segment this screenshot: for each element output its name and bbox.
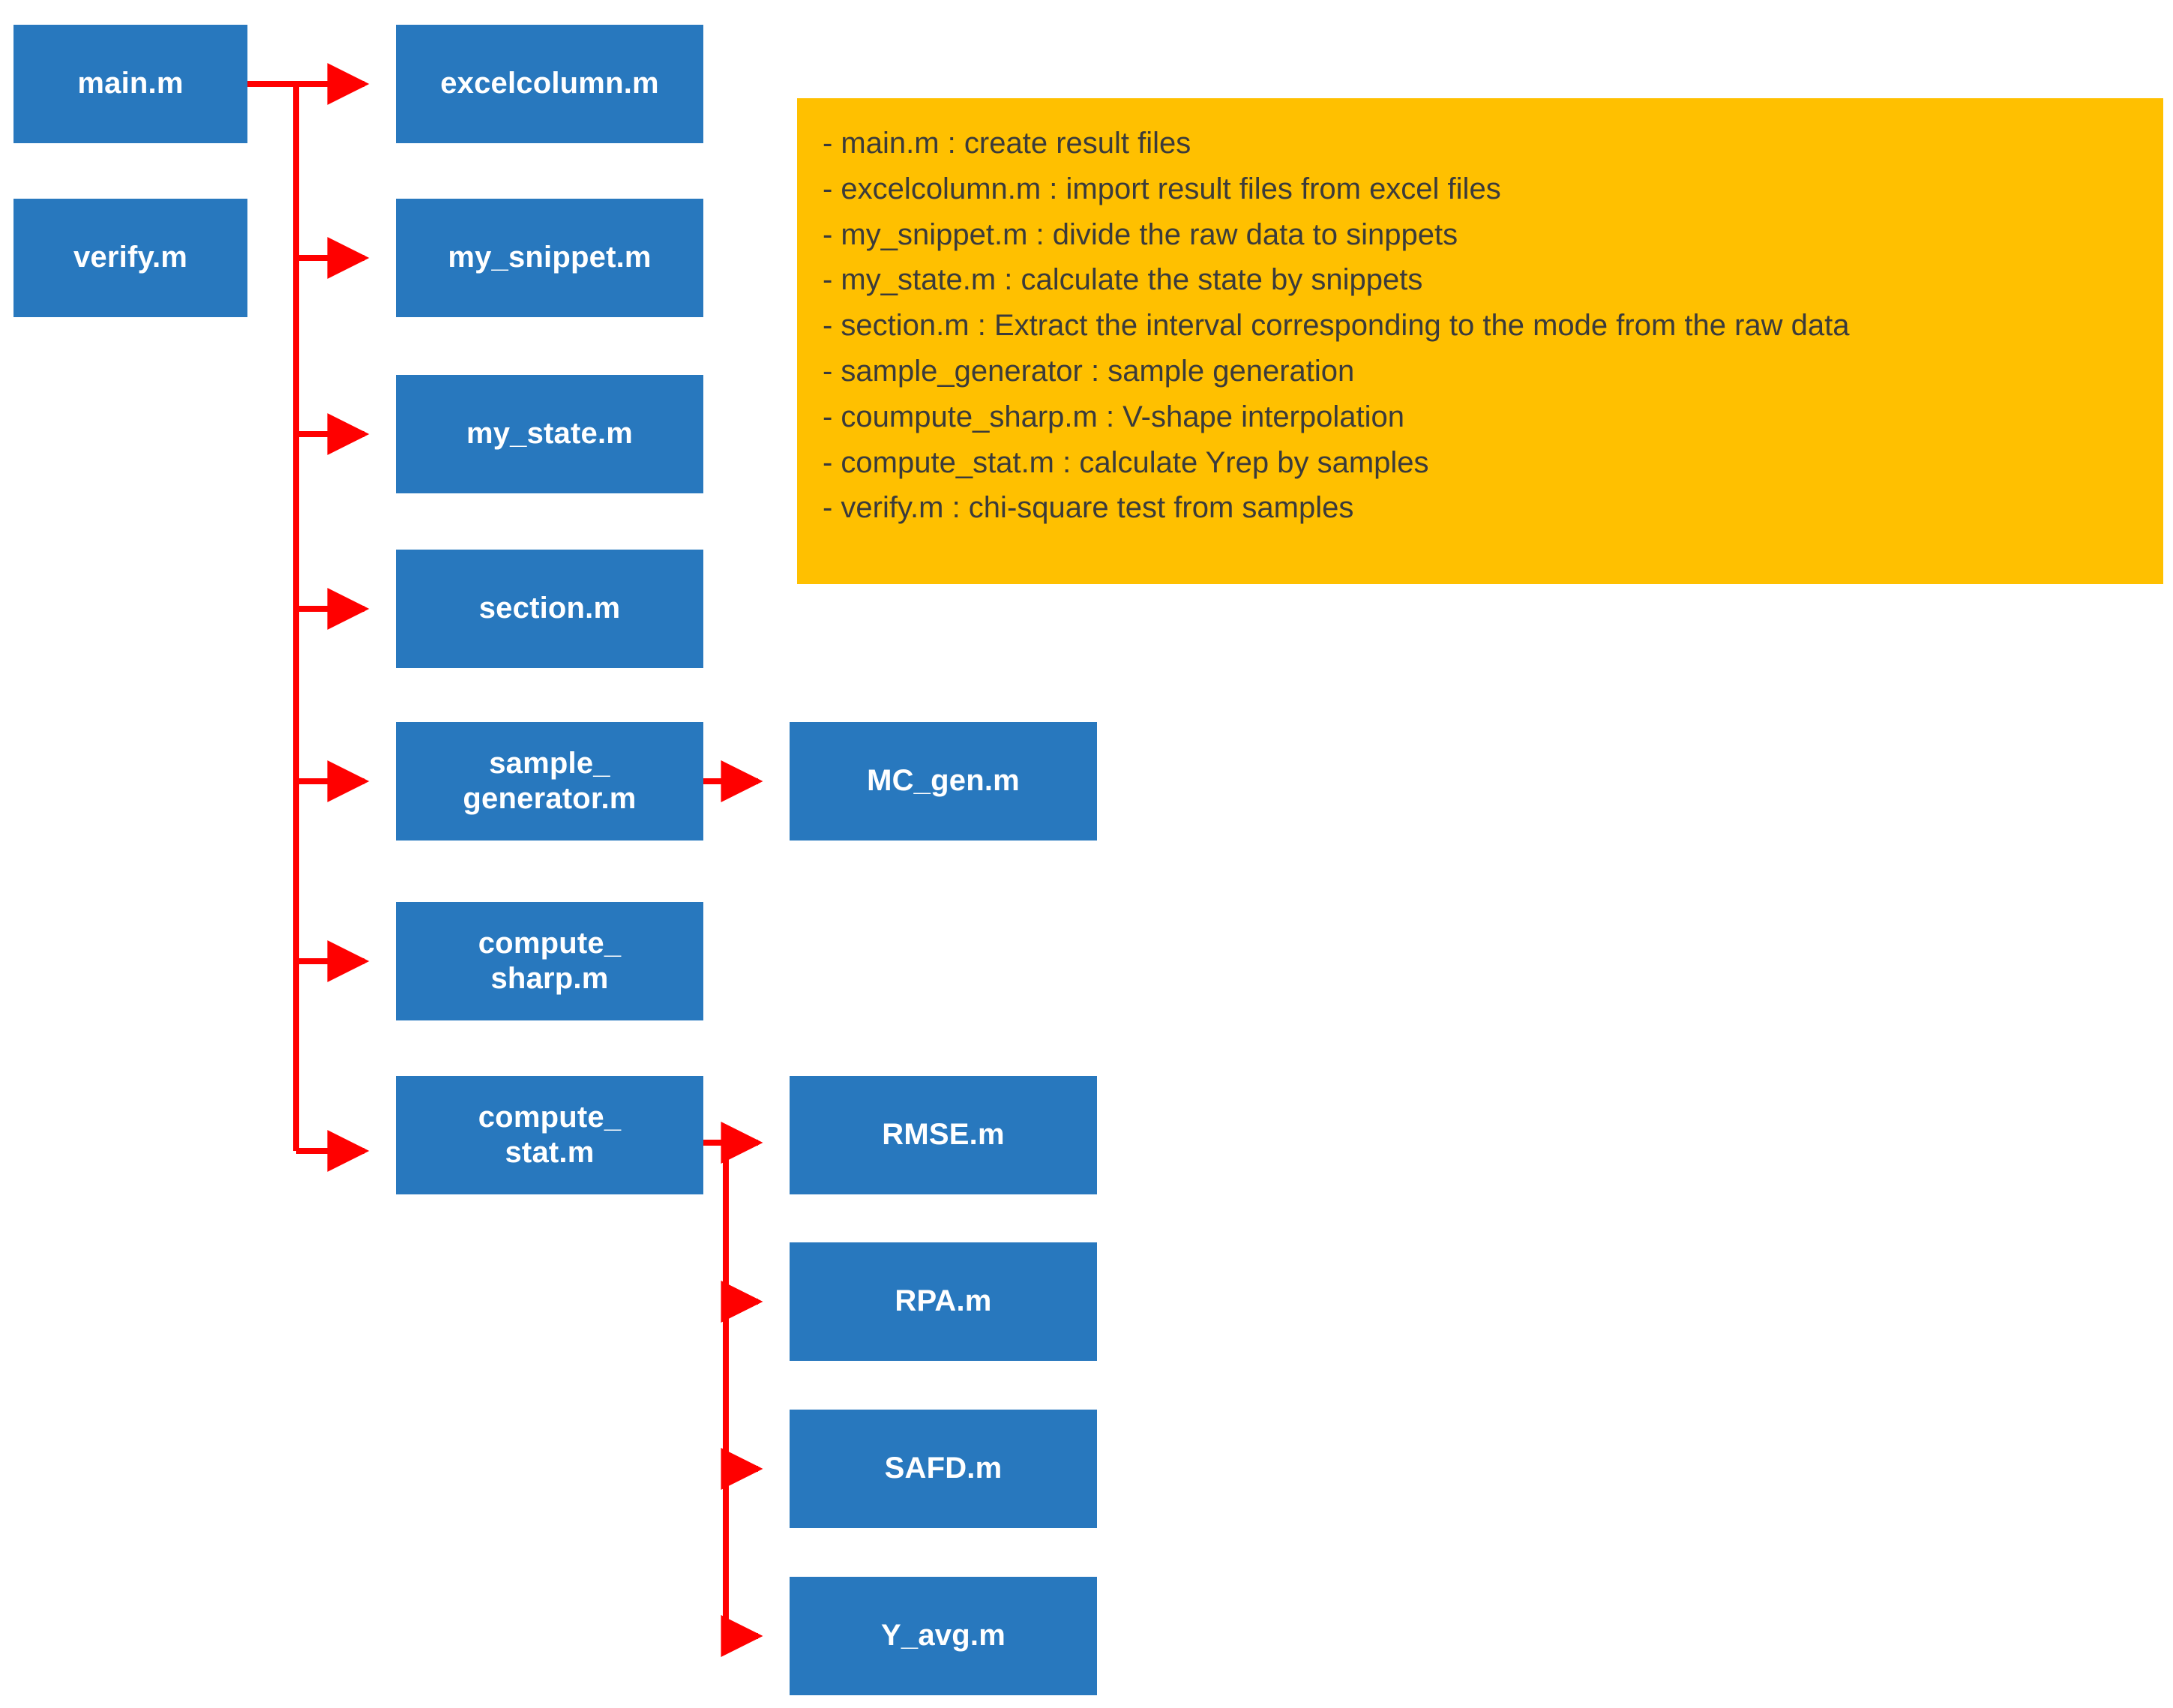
node-compute-stat[interactable]: compute_ stat.m bbox=[396, 1076, 703, 1194]
legend-line: - compute_stat.m : calculate Yrep by sam… bbox=[823, 445, 1429, 479]
legend-line: - my_state.m : calculate the state by sn… bbox=[823, 263, 1423, 297]
node-my-snippet[interactable]: my_snippet.m bbox=[396, 199, 703, 317]
node-rmse[interactable]: RMSE.m bbox=[790, 1076, 1097, 1194]
node-rpa[interactable]: RPA.m bbox=[790, 1242, 1097, 1361]
node-sample-generator[interactable]: sample_ generator.m bbox=[396, 722, 703, 841]
legend-line: - main.m : create result files bbox=[823, 127, 1191, 160]
node-safd[interactable]: SAFD.m bbox=[790, 1410, 1097, 1528]
legend-line: - sample_generator : sample generation bbox=[823, 354, 1355, 388]
legend-line: - excelcolumn.m : import result files fr… bbox=[823, 172, 1501, 205]
legend-line: - section.m : Extract the interval corre… bbox=[823, 309, 1850, 343]
node-my-state[interactable]: my_state.m bbox=[396, 375, 703, 493]
node-compute-sharp[interactable]: compute_ sharp.m bbox=[396, 902, 703, 1020]
node-mc-gen[interactable]: MC_gen.m bbox=[790, 722, 1097, 841]
legend-line: - my_snippet.m : divide the raw data to … bbox=[823, 217, 1458, 251]
legend-panel: - main.m : create result files - excelco… bbox=[797, 98, 2163, 584]
node-section[interactable]: section.m bbox=[396, 550, 703, 668]
legend-line: - verify.m : chi-square test from sample… bbox=[823, 491, 1354, 525]
node-verify[interactable]: verify.m bbox=[13, 199, 247, 317]
legend-line: - coumpute_sharp.m : V-shape interpolati… bbox=[823, 400, 1404, 433]
node-main[interactable]: main.m bbox=[13, 25, 247, 143]
node-excelcolumn[interactable]: excelcolumn.m bbox=[396, 25, 703, 143]
node-y-avg[interactable]: Y_avg.m bbox=[790, 1577, 1097, 1695]
